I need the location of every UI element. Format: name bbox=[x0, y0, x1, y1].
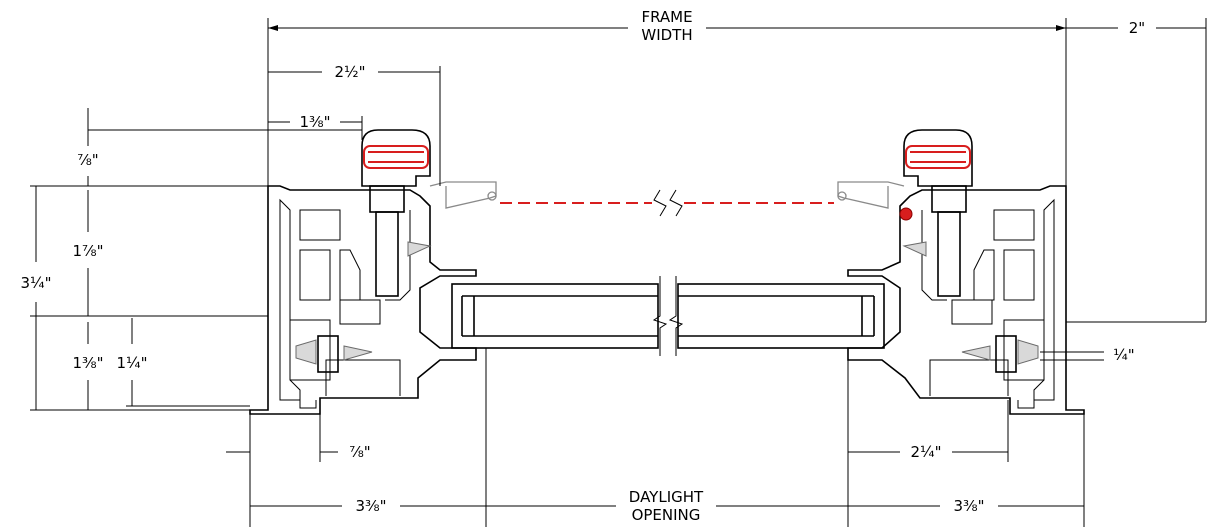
dim-1-3-8-top: 1⅜" bbox=[300, 113, 331, 131]
dim-3-1-4: 3¼" bbox=[21, 274, 52, 292]
dim-2in: 2" bbox=[1129, 19, 1145, 37]
dim-1-4: ¼" bbox=[1113, 346, 1134, 364]
right-screw-icon bbox=[902, 241, 1039, 373]
dim-3-3-8-right: 3⅜" bbox=[954, 497, 985, 515]
dim-3-3-8-left: 3⅜" bbox=[356, 497, 387, 515]
left-screw-icon bbox=[295, 241, 432, 373]
dim-1-7-8: 1⅞" bbox=[73, 242, 104, 260]
frame-width-label-1: FRAME bbox=[641, 8, 692, 26]
dim-1-3-8-left: 1⅜" bbox=[73, 354, 104, 372]
dim-2-1-4: 2¼" bbox=[911, 443, 942, 461]
right-handle-icon bbox=[903, 129, 973, 297]
dimension-lines: FRAME WIDTH 2" 2½" 1⅜" ⅞" 1⅞" 3¼" 1⅜" 1¼… bbox=[21, 8, 1207, 527]
dim-7-8-top: ⅞" bbox=[77, 151, 98, 169]
dim-1-1-4: 1¼" bbox=[117, 354, 148, 372]
left-handle-icon bbox=[361, 129, 431, 297]
left-frame-profile bbox=[249, 185, 477, 415]
daylight-label-1: DAYLIGHT bbox=[629, 488, 704, 506]
dim-7-8-bottom: ⅞" bbox=[349, 443, 370, 461]
daylight-label-2: OPENING bbox=[632, 506, 701, 524]
glass-unit bbox=[451, 276, 885, 356]
dim-2-1-2: 2½" bbox=[335, 63, 366, 81]
frame-width-label-2: WIDTH bbox=[641, 26, 692, 44]
sash-swing-path bbox=[429, 181, 913, 221]
